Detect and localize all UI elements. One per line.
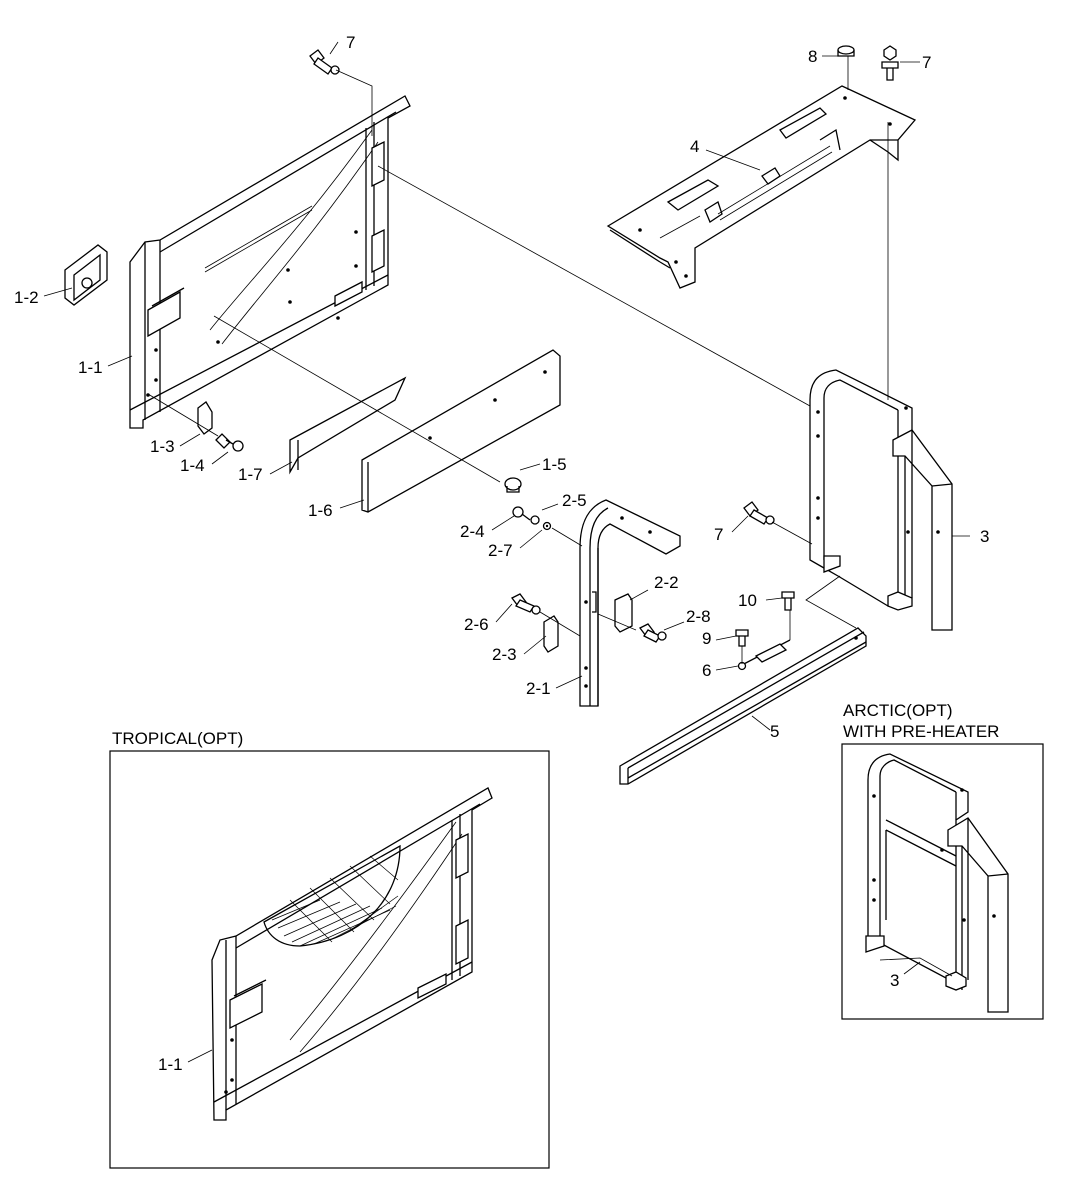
callout-1-7: 1-7 bbox=[238, 465, 263, 484]
tropical-inset-title: TROPICAL(OPT) bbox=[112, 729, 243, 748]
bolt-10 bbox=[781, 591, 795, 611]
callout-2-8: 2-8 bbox=[686, 607, 711, 626]
callout-1-5: 1-5 bbox=[542, 455, 567, 474]
callout-10: 10 bbox=[738, 591, 757, 610]
callout-2-7: 2-7 bbox=[488, 541, 513, 560]
bolt-2-6 bbox=[511, 593, 541, 615]
clip-2-3 bbox=[543, 615, 559, 653]
door-panel-1-1-tropical bbox=[211, 787, 493, 1121]
bracket-plate-4 bbox=[606, 85, 917, 289]
callout-1-1: 1-1 bbox=[78, 358, 103, 377]
channel-5 bbox=[619, 627, 867, 785]
callout-2-2: 2-2 bbox=[654, 573, 679, 592]
bolt-7-right bbox=[881, 45, 899, 81]
arctic-inset-title-1: ARCTIC(OPT) bbox=[843, 701, 953, 720]
plate-1-6 bbox=[361, 349, 561, 513]
callout-1-6: 1-6 bbox=[308, 501, 333, 520]
bolt-9 bbox=[735, 629, 749, 647]
stay-bracket-2-1 bbox=[579, 499, 681, 707]
callout-6: 6 bbox=[702, 661, 711, 680]
callout-3-inset: 3 bbox=[890, 971, 899, 990]
callout-1-4: 1-4 bbox=[180, 456, 205, 475]
arctic-inset: ARCTIC(OPT) WITH PRE-HEATER 3 bbox=[841, 701, 1044, 1020]
callout-3: 3 bbox=[980, 527, 989, 546]
callout-labels: 7 8 7 4 1-2 1-1 1-3 1-4 1-7 1-5 1-6 2-4 … bbox=[14, 33, 989, 741]
callout-2-3: 2-3 bbox=[492, 645, 517, 664]
callout-1-3: 1-3 bbox=[150, 437, 175, 456]
callout-2-6: 2-6 bbox=[464, 615, 489, 634]
washer-2-7 bbox=[542, 521, 552, 531]
callout-9: 9 bbox=[702, 629, 711, 648]
callout-8: 8 bbox=[808, 47, 817, 66]
washer-2-5 bbox=[530, 515, 540, 525]
bolt-1-4 bbox=[215, 433, 244, 452]
callout-leaders bbox=[43, 41, 970, 731]
callout-1-1-inset: 1-1 bbox=[158, 1055, 183, 1074]
callout-4: 4 bbox=[690, 137, 699, 156]
bolt-7-top bbox=[309, 49, 340, 75]
assembly-guide-lines bbox=[147, 56, 889, 664]
bolt-7-mid bbox=[743, 501, 775, 525]
rod-6 bbox=[737, 639, 791, 671]
frame-3 bbox=[809, 369, 953, 631]
grommet-1-5 bbox=[504, 477, 522, 493]
callout-1-2: 1-2 bbox=[14, 288, 39, 307]
bolt-2-8 bbox=[639, 623, 667, 643]
frame-3-arctic bbox=[865, 753, 1009, 1013]
bolt-2-4 bbox=[512, 506, 531, 521]
cap-8 bbox=[837, 45, 855, 57]
callout-7-mid: 7 bbox=[714, 525, 723, 544]
ventilation-grille bbox=[271, 855, 399, 947]
callout-5: 5 bbox=[770, 722, 779, 741]
callout-2-4: 2-4 bbox=[460, 522, 485, 541]
callout-7-top: 7 bbox=[346, 33, 355, 52]
callout-2-1: 2-1 bbox=[526, 679, 551, 698]
seal-strip-1-7 bbox=[289, 376, 407, 475]
arctic-inset-title-2: WITH PRE-HEATER bbox=[843, 722, 999, 741]
callout-7-right: 7 bbox=[922, 53, 931, 72]
tropical-inset: TROPICAL(OPT) bbox=[109, 729, 550, 1169]
door-panel-1-1 bbox=[129, 95, 411, 429]
clip-2-2 bbox=[614, 593, 633, 633]
clip-1-3 bbox=[197, 401, 213, 435]
callout-2-5: 2-5 bbox=[562, 491, 587, 510]
door-handle-1-2 bbox=[64, 244, 108, 306]
